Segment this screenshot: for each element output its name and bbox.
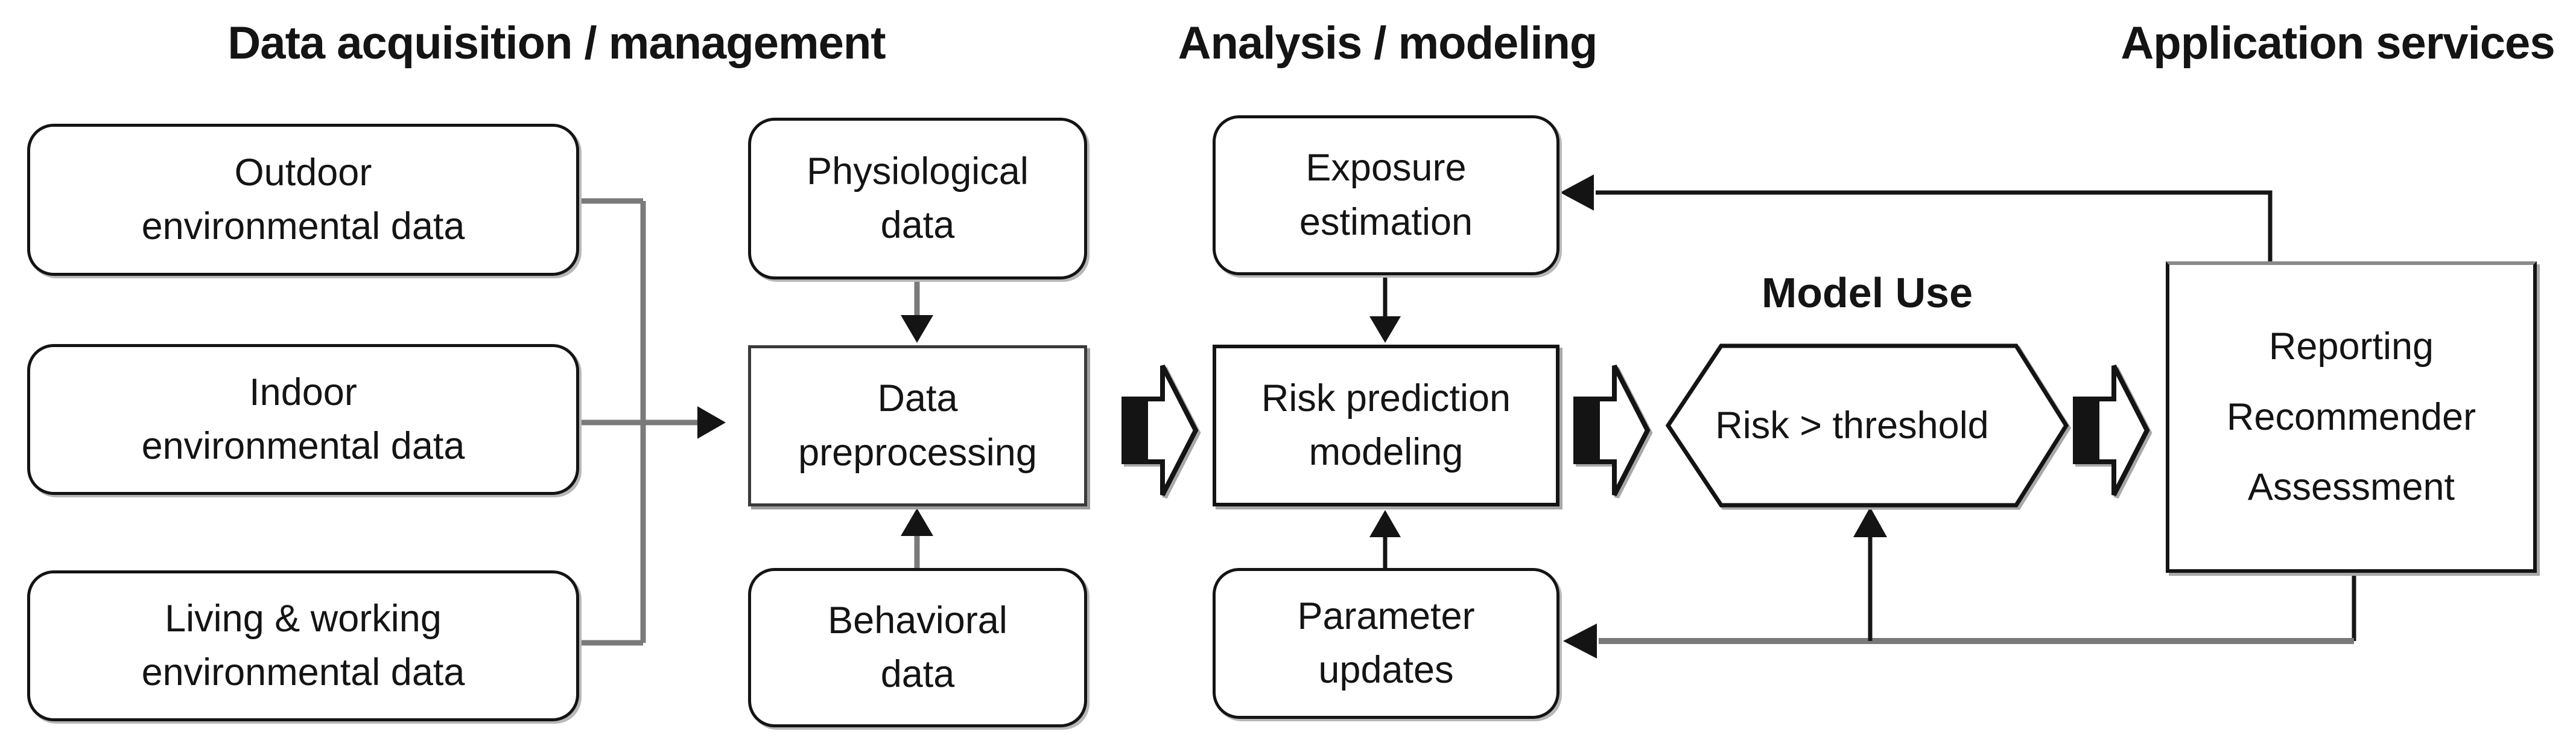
arrowhead-into-hexagon [1853,507,1887,537]
block-arrow-2 [1573,365,1651,496]
node-behavioral-data: Behavioral data [748,568,1087,727]
node-parameter-updates: Parameter updates [1213,568,1559,719]
node-outdoor-environmental-data: Outdoor environmental data [27,124,579,276]
node-exposure-estimation: Exposure estimation [1213,115,1559,275]
left-merge-lines [579,198,700,646]
arrowhead-physiological-down [901,315,933,343]
model-use-label: Model Use [1761,269,1973,316]
arrowhead-parameter-up [1369,510,1401,537]
node-risk-prediction-modeling: Risk prediction modeling [1213,345,1559,506]
arrowhead-into-parameter [1563,624,1597,659]
section-title-analysis-modeling: Analysis / modeling [1178,18,1598,69]
node-indoor-environmental-data: Indoor environmental data [27,344,579,495]
section-title-data-acquisition: Data acquisition / management [227,18,886,69]
arrowhead-exposure-down [1369,316,1401,343]
node-data-preprocessing: Data preprocessing [748,345,1087,506]
decision-hexagon [1665,343,2069,508]
section-title-application-services: Application services [2121,18,2555,69]
arrowhead-into-exposure [1560,174,1594,211]
node-living-working-environmental-data: Living & working environmental data [27,570,579,721]
block-arrow-1 [1121,365,1199,496]
node-reporting-recommender-assessment: Reporting Recommender Assessment [2166,261,2537,573]
arrowhead-into-preprocessing [697,406,726,439]
arrowhead-behavioral-up [901,508,933,536]
block-arrow-3 [2073,365,2150,496]
node-physiological-data: Physiological data [748,118,1087,279]
node-risk-threshold-decision-label: Risk > threshold [1715,404,1989,447]
feedback-top-line [1596,190,2273,261]
